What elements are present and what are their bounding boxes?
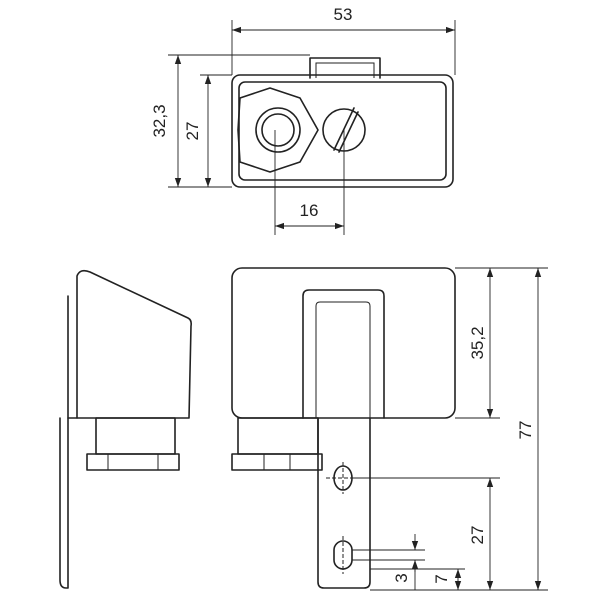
- hex-nut: [237, 87, 319, 173]
- front-bracket-plate: [317, 417, 371, 589]
- side-housing: [76, 269, 192, 419]
- front-neck: [237, 417, 319, 455]
- front-bracket-channel: [302, 289, 385, 419]
- top-dimensions: 53 32,3 27 16: [150, 5, 456, 235]
- front-nut: [231, 453, 323, 471]
- dim-hole-spacing: 16: [300, 201, 319, 220]
- dim-top-width: 53: [334, 5, 353, 24]
- top-body-outer: [231, 74, 454, 188]
- top-body-inner: [238, 81, 447, 181]
- gland-outer-circle: [255, 107, 301, 153]
- side-view: [59, 269, 192, 589]
- dim-mount-hole-spacing: 27: [468, 526, 487, 545]
- dim-overall-height: 77: [516, 421, 535, 440]
- front-housing: [231, 267, 456, 419]
- side-nut: [86, 453, 180, 471]
- side-neck: [95, 417, 176, 455]
- dim-top-height-inner: 27: [183, 122, 202, 141]
- side-bracket: [59, 417, 69, 589]
- dim-top-height-outer: 32,3: [150, 104, 169, 137]
- dim-slot-offset: 7: [432, 574, 451, 583]
- front-view: [231, 267, 456, 589]
- top-view: [231, 57, 454, 188]
- gland-inner-circle: [261, 113, 295, 147]
- dim-slot-length: 3: [392, 573, 411, 582]
- dim-front-upper-height: 35,2: [468, 326, 487, 359]
- front-dimensions: 35,2 77 27 3 7: [352, 267, 548, 591]
- top-tab: [309, 57, 381, 79]
